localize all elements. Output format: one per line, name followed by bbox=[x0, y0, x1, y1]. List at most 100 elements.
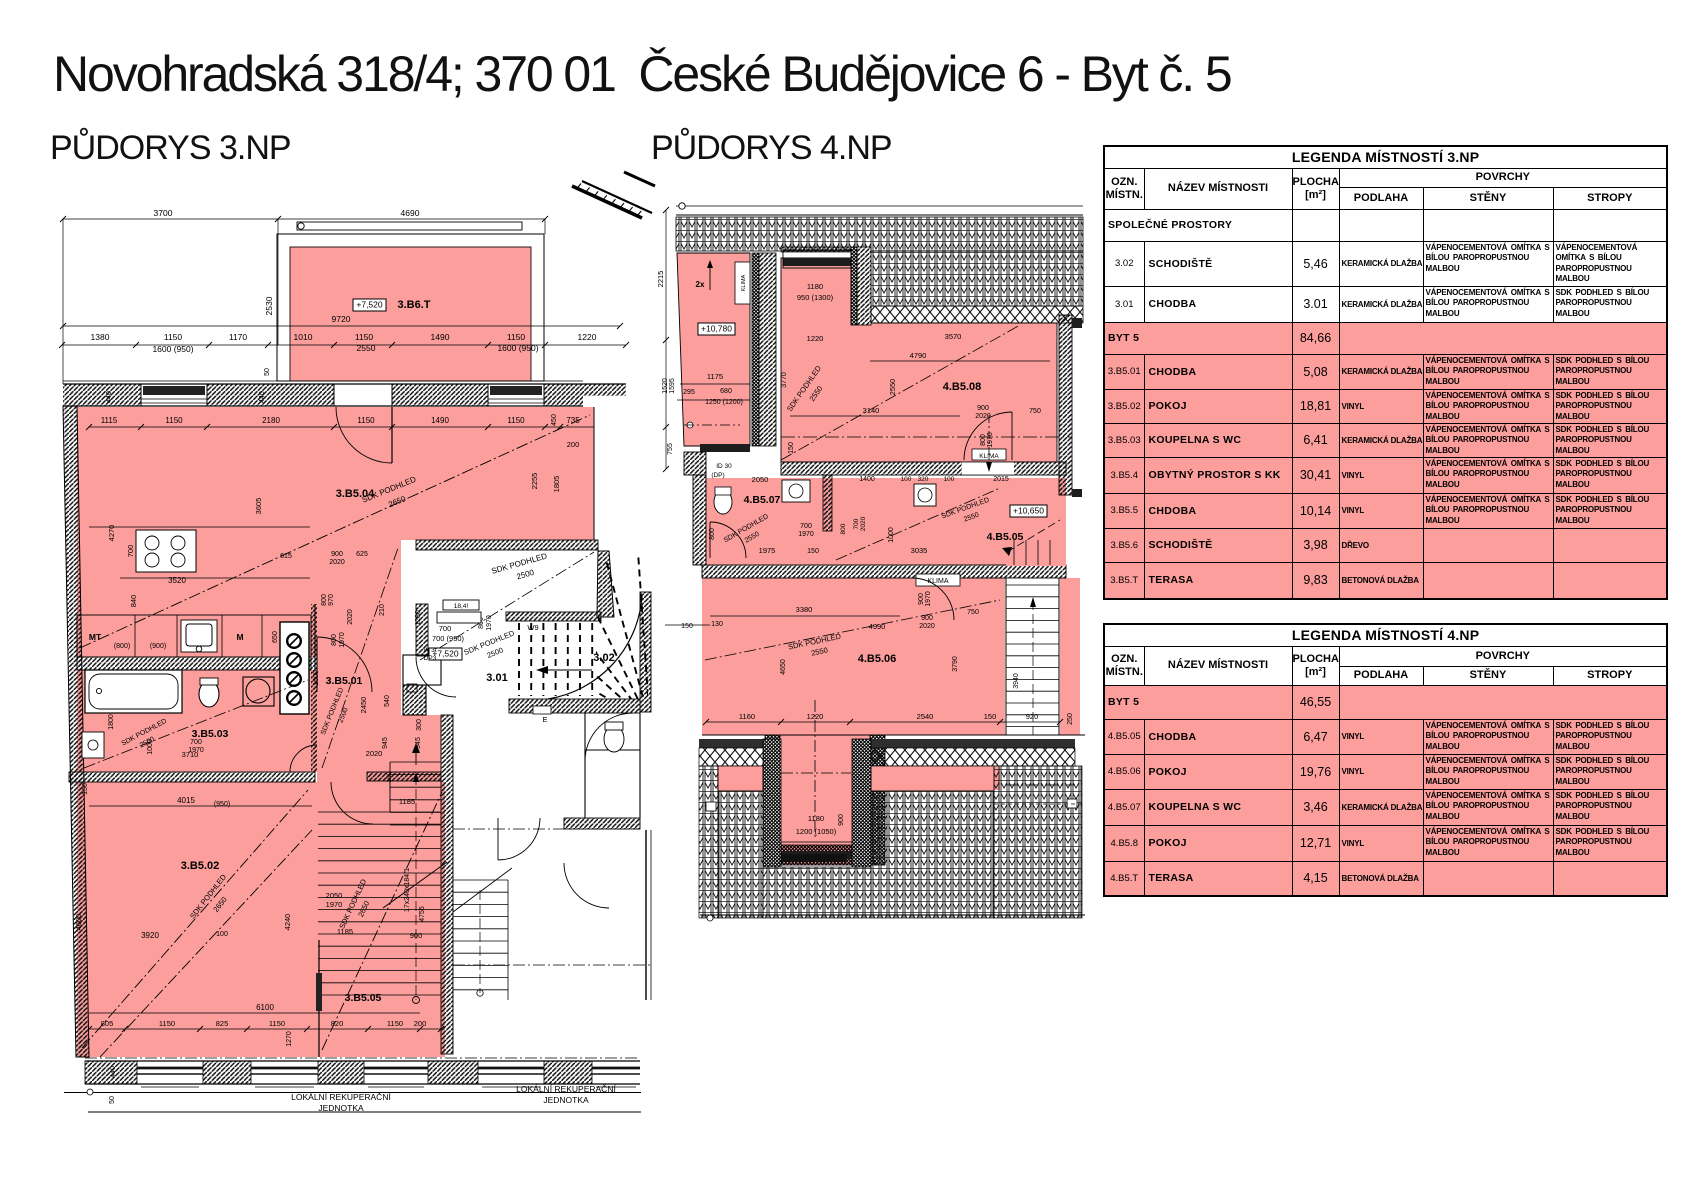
svg-text:1220: 1220 bbox=[807, 334, 824, 343]
svg-text:2255: 2255 bbox=[530, 473, 539, 490]
svg-text:1175: 1175 bbox=[707, 372, 723, 381]
svg-text:1160: 1160 bbox=[739, 712, 755, 721]
svg-text:3.B6.T: 3.B6.T bbox=[397, 299, 430, 311]
svg-text:50: 50 bbox=[109, 1096, 116, 1104]
svg-text:3.B5.01: 3.B5.01 bbox=[326, 675, 363, 687]
svg-text:4015: 4015 bbox=[177, 796, 195, 805]
svg-text:2180: 2180 bbox=[262, 416, 280, 425]
svg-text:615: 615 bbox=[280, 553, 292, 560]
svg-text:4.B5.06: 4.B5.06 bbox=[858, 653, 897, 665]
svg-text:1150: 1150 bbox=[387, 1019, 403, 1028]
svg-text:4690: 4690 bbox=[401, 208, 420, 218]
svg-text:3.01: 3.01 bbox=[486, 672, 507, 684]
svg-text:650: 650 bbox=[272, 631, 279, 643]
svg-text:200: 200 bbox=[414, 1019, 427, 1028]
svg-text:4790: 4790 bbox=[910, 351, 927, 360]
svg-text:3520: 3520 bbox=[168, 576, 186, 585]
svg-text:DP3: DP3 bbox=[424, 655, 437, 662]
svg-text:1520: 1520 bbox=[662, 378, 669, 394]
svg-text:1595: 1595 bbox=[669, 378, 676, 394]
svg-text:W 3t: W 3t bbox=[423, 647, 437, 654]
svg-text:440: 440 bbox=[259, 391, 266, 403]
svg-text:1170: 1170 bbox=[229, 332, 248, 342]
svg-text:150: 150 bbox=[386, 771, 393, 782]
svg-text:LOKÁLNÍ REKUPERAČNÍ: LOKÁLNÍ REKUPERAČNÍ bbox=[516, 1084, 616, 1094]
svg-text:1970: 1970 bbox=[188, 747, 204, 754]
svg-text:825: 825 bbox=[216, 1019, 229, 1028]
svg-text:3.B5.04: 3.B5.04 bbox=[336, 488, 375, 500]
svg-text:3940: 3940 bbox=[1013, 673, 1020, 689]
svg-text:1970: 1970 bbox=[925, 591, 932, 607]
svg-text:4.B5.07: 4.B5.07 bbox=[744, 494, 781, 506]
svg-text:17x240x184,1: 17x240x184,1 bbox=[404, 868, 411, 912]
svg-text:JEDNOTKA: JEDNOTKA bbox=[318, 1103, 364, 1113]
svg-text:2x: 2x bbox=[696, 280, 705, 289]
svg-text:1250 (1200): 1250 (1200) bbox=[705, 399, 743, 406]
svg-text:210: 210 bbox=[379, 604, 386, 616]
svg-text:(800): (800) bbox=[114, 643, 130, 650]
svg-text:+10,780: +10,780 bbox=[701, 324, 732, 334]
svg-text:1270: 1270 bbox=[286, 1031, 293, 1047]
svg-text:150: 150 bbox=[984, 712, 997, 721]
svg-text:1150: 1150 bbox=[357, 416, 375, 425]
svg-text:440: 440 bbox=[110, 1066, 117, 1078]
svg-text:900: 900 bbox=[921, 615, 933, 622]
svg-text:1600 (950): 1600 (950) bbox=[152, 344, 193, 354]
svg-text:1490: 1490 bbox=[431, 332, 450, 342]
svg-text:2530: 2530 bbox=[264, 296, 274, 315]
svg-text:18,4!: 18,4! bbox=[454, 603, 469, 610]
svg-text:4600: 4600 bbox=[74, 914, 83, 931]
svg-text:1000: 1000 bbox=[147, 739, 154, 755]
svg-text:150: 150 bbox=[807, 548, 819, 555]
svg-text:W9: W9 bbox=[527, 623, 538, 632]
svg-text:150: 150 bbox=[82, 783, 89, 795]
svg-text:320: 320 bbox=[918, 476, 929, 483]
svg-text:805: 805 bbox=[101, 1019, 114, 1028]
svg-text:4.B5.08: 4.B5.08 bbox=[943, 381, 982, 393]
svg-text:970: 970 bbox=[328, 594, 335, 606]
svg-text:2050: 2050 bbox=[752, 475, 769, 484]
svg-text:1600 (950): 1600 (950) bbox=[497, 343, 538, 353]
svg-text:3140: 3140 bbox=[863, 406, 880, 415]
svg-text:295: 295 bbox=[683, 389, 695, 396]
svg-text:700 (950): 700 (950) bbox=[432, 634, 465, 643]
svg-text:3700: 3700 bbox=[154, 208, 173, 218]
svg-text:1380: 1380 bbox=[91, 332, 110, 342]
svg-text:1970: 1970 bbox=[987, 432, 994, 448]
svg-text:700: 700 bbox=[126, 545, 135, 558]
svg-text:1970: 1970 bbox=[326, 900, 343, 909]
svg-text:M: M bbox=[236, 632, 243, 642]
svg-text:1150: 1150 bbox=[507, 416, 525, 425]
svg-text:900: 900 bbox=[918, 593, 925, 605]
svg-text:1800: 1800 bbox=[108, 714, 115, 730]
svg-text:700: 700 bbox=[190, 739, 202, 746]
svg-text:3.B5.03: 3.B5.03 bbox=[192, 728, 229, 740]
svg-text:1400: 1400 bbox=[859, 476, 875, 483]
svg-text:2550: 2550 bbox=[357, 343, 376, 353]
svg-text:750: 750 bbox=[1029, 408, 1041, 415]
svg-text:4990: 4990 bbox=[869, 622, 886, 631]
svg-text:540: 540 bbox=[384, 695, 391, 707]
svg-text:2020: 2020 bbox=[860, 516, 867, 531]
svg-text:2050: 2050 bbox=[326, 891, 343, 900]
svg-text:150: 150 bbox=[681, 623, 693, 630]
svg-text:1150: 1150 bbox=[159, 1019, 175, 1028]
svg-text:3920: 3920 bbox=[141, 931, 159, 940]
svg-text:1200 (1050): 1200 (1050) bbox=[796, 827, 837, 836]
svg-text:450: 450 bbox=[551, 414, 558, 426]
svg-text:440: 440 bbox=[106, 391, 113, 403]
svg-text:LOKÁLNÍ REKUPERAČNÍ: LOKÁLNÍ REKUPERAČNÍ bbox=[291, 1092, 391, 1102]
svg-text:300: 300 bbox=[416, 719, 423, 731]
svg-text:1805: 1805 bbox=[552, 476, 561, 493]
svg-text:3605: 3605 bbox=[254, 498, 263, 515]
svg-text:ID 30: ID 30 bbox=[716, 463, 732, 470]
svg-text:700: 700 bbox=[800, 523, 812, 530]
svg-text:4240: 4240 bbox=[283, 914, 292, 931]
svg-text:100: 100 bbox=[944, 476, 955, 483]
svg-text:3.B5.02: 3.B5.02 bbox=[181, 860, 220, 872]
svg-text:1010: 1010 bbox=[294, 332, 313, 342]
svg-text:1970: 1970 bbox=[339, 632, 346, 648]
svg-text:4650: 4650 bbox=[780, 659, 787, 675]
svg-text:6100: 6100 bbox=[256, 1003, 274, 1012]
svg-text:680: 680 bbox=[720, 388, 732, 395]
